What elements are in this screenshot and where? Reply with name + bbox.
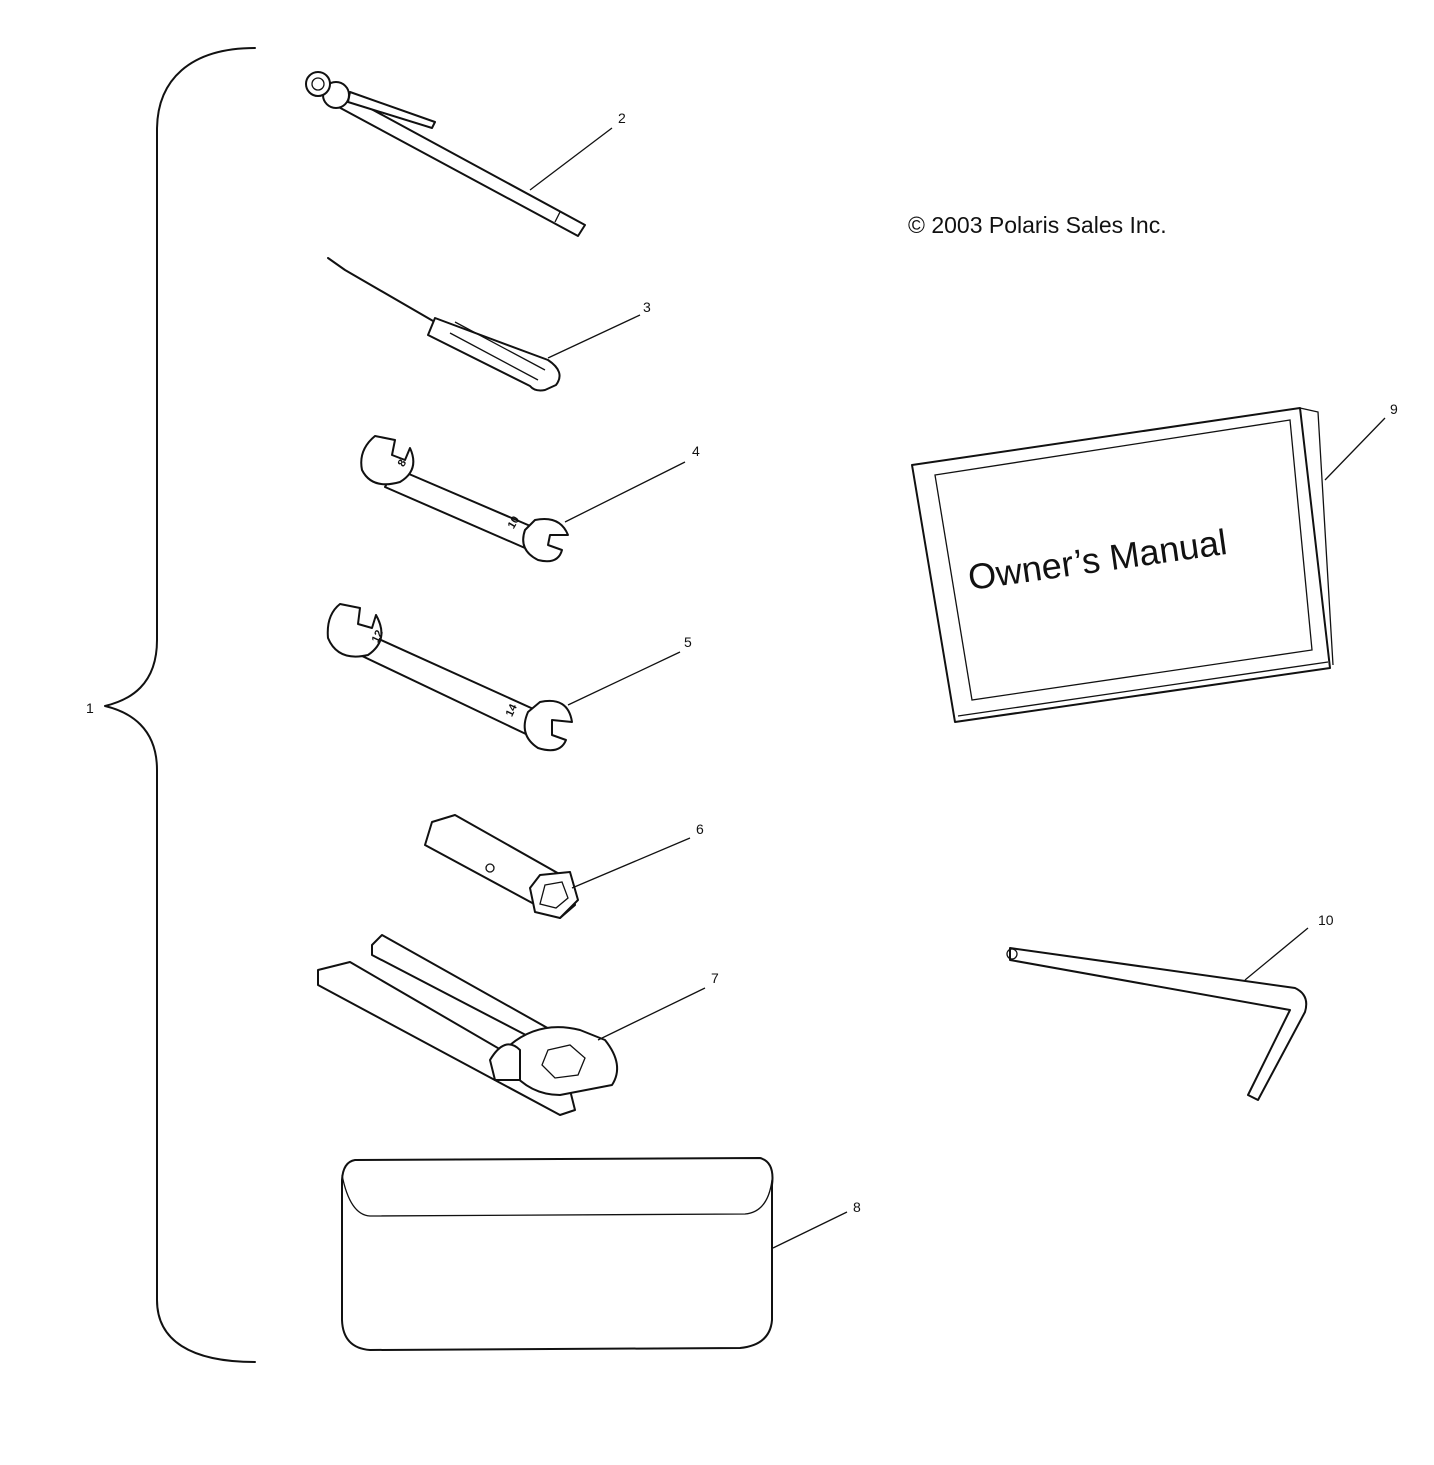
tool-pouch — [341, 1157, 774, 1351]
owners-manual: Owner’s Manual — [911, 407, 1334, 723]
leader-line-5 — [567, 651, 681, 706]
callout-3: 3 — [643, 299, 651, 315]
spark-plug-socket — [424, 814, 579, 919]
svg-text:14: 14 — [504, 702, 520, 719]
callout-5: 5 — [684, 634, 692, 650]
callout-6: 6 — [696, 821, 704, 837]
callout-7: 7 — [711, 970, 719, 986]
leader-line-6 — [571, 837, 691, 889]
tire-pressure-gauge — [305, 71, 586, 237]
group-brace — [104, 47, 256, 1363]
leader-line-4 — [564, 461, 686, 523]
leader-line-7 — [597, 987, 706, 1041]
callout-4: 4 — [692, 443, 700, 459]
copyright-notice: © 2003 Polaris Sales Inc. — [908, 212, 1167, 238]
callout-2: 2 — [618, 110, 626, 126]
leader-line-3 — [547, 314, 641, 359]
callout-10: 10 — [1318, 912, 1334, 928]
svg-text:12: 12 — [370, 628, 386, 644]
wrench-8-10: 8 10 — [360, 435, 569, 563]
leader-line-10 — [1244, 927, 1309, 981]
callout-1: 1 — [86, 700, 94, 716]
leader-line-9 — [1324, 417, 1386, 481]
svg-text:8: 8 — [396, 458, 409, 469]
callout-9: 9 — [1390, 401, 1398, 417]
wrench-12-14: 12 14 — [326, 603, 573, 752]
spark-plug-wrench — [317, 934, 619, 1116]
screwdriver — [327, 257, 561, 392]
callout-8: 8 — [853, 1199, 861, 1215]
allen-key — [1006, 947, 1308, 1101]
svg-text:10: 10 — [506, 514, 523, 531]
leader-line-8 — [772, 1211, 848, 1249]
leader-line-2 — [529, 127, 613, 191]
